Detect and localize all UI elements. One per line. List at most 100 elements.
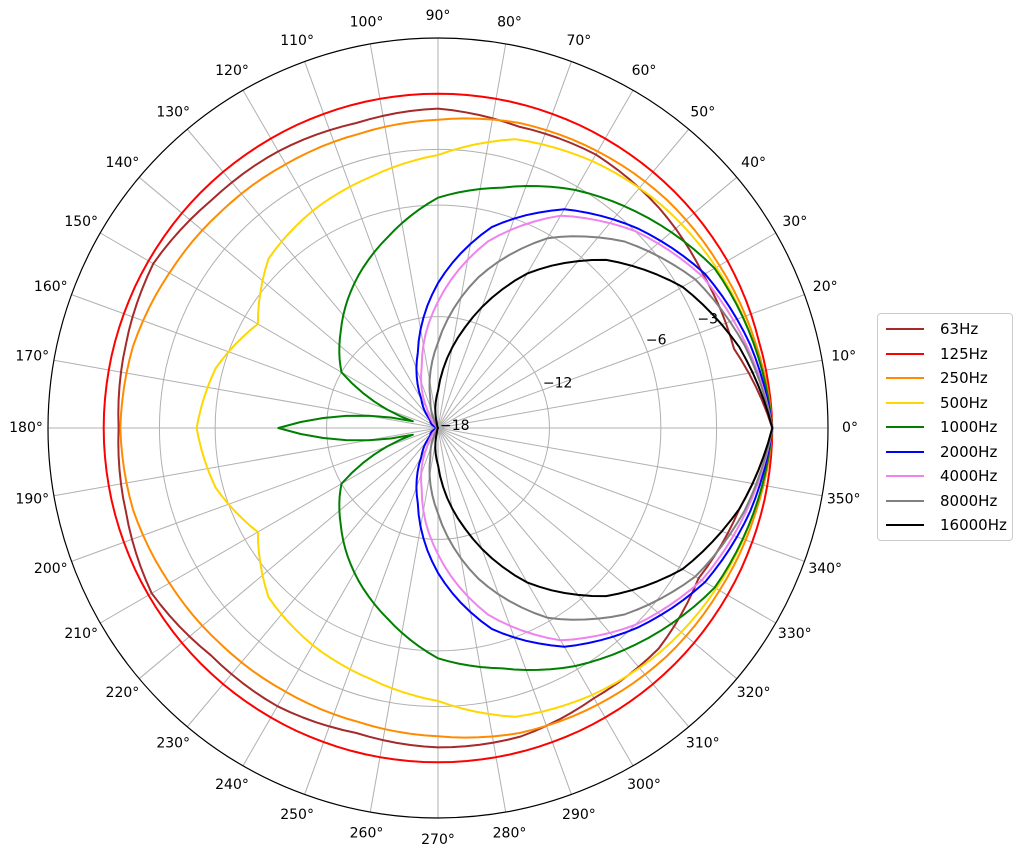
angle-tick-label: 350° (827, 492, 861, 508)
series-line-125Hz (102, 92, 774, 764)
angular-gridline (304, 61, 439, 429)
legend-label: 1000Hz (940, 418, 998, 437)
angular-gridline (369, 427, 439, 813)
series-line-63Hz (117, 107, 774, 749)
angle-tick-label: 180° (9, 420, 43, 436)
legend-item: 500Hz (878, 391, 1012, 416)
series-line-250Hz (119, 117, 774, 739)
angle-tick-label: 20° (813, 279, 838, 295)
angular-gridline (138, 176, 439, 429)
legend-item: 125Hz (878, 342, 1012, 367)
legend-swatch (886, 475, 924, 478)
angular-gridline (437, 90, 634, 429)
legend-swatch (886, 328, 924, 331)
radial-tick-label: −6 (646, 333, 667, 349)
legend-item: 63Hz (878, 317, 1012, 342)
angle-tick-label: 250° (280, 807, 314, 823)
radial-tick-label: −3 (697, 311, 718, 327)
angle-tick-label: 310° (686, 736, 720, 752)
angle-tick-label: 140° (106, 155, 140, 171)
angle-tick-label: 0° (842, 420, 858, 436)
angular-gridline (242, 427, 439, 766)
angular-gridline (437, 427, 805, 562)
angle-tick-label: 10° (831, 349, 856, 365)
angular-gridline (304, 427, 439, 795)
legend-item: 4000Hz (878, 464, 1012, 489)
angular-gridline (186, 427, 439, 728)
angular-gridline (437, 427, 738, 680)
angular-gridline (437, 176, 738, 429)
angle-tick-label: 80° (497, 14, 522, 30)
angle-tick-label: 60° (632, 63, 657, 79)
series-line-16000Hz (434, 258, 774, 598)
angle-tick-label: 230° (156, 736, 190, 752)
angle-tick-label: 170° (15, 349, 49, 365)
legend-item: 250Hz (878, 366, 1012, 391)
legend-swatch (886, 499, 924, 502)
angular-gridline (186, 128, 439, 429)
angular-gridline (437, 427, 776, 624)
angular-gridline (437, 427, 572, 795)
legend-swatch (886, 401, 924, 404)
angle-tick-label: 240° (215, 777, 249, 793)
angle-tick-label: 330° (778, 626, 812, 642)
legend-label: 4000Hz (940, 467, 998, 486)
legend-swatch (886, 450, 924, 453)
angle-tick-label: 120° (215, 63, 249, 79)
angle-tick-label: 50° (690, 104, 715, 120)
angle-tick-label: 40° (741, 155, 766, 171)
radial-tick-label: −12 (543, 375, 573, 391)
angle-tick-label: 150° (64, 214, 98, 230)
angle-tick-label: 130° (156, 104, 190, 120)
legend-label: 16000Hz (940, 516, 1007, 535)
angle-tick-label: 320° (737, 685, 771, 701)
angle-tick-label: 190° (15, 492, 49, 508)
radial-tick-label: −18 (440, 418, 470, 434)
angle-tick-label: 210° (64, 626, 98, 642)
angular-gridline (437, 427, 690, 728)
angular-gridline (437, 294, 805, 429)
angular-gridline (437, 128, 690, 429)
angle-tick-label: 160° (34, 279, 68, 295)
angular-gridline (437, 427, 634, 766)
angular-gridline (437, 61, 572, 429)
legend-label: 2000Hz (940, 442, 998, 461)
angle-tick-label: 280° (493, 826, 527, 842)
series-line-1000Hz (277, 185, 774, 671)
angle-tick-label: 270° (421, 832, 455, 848)
legend-label: 500Hz (940, 393, 988, 412)
angle-tick-label: 290° (562, 807, 596, 823)
angle-tick-label: 260° (350, 826, 384, 842)
legend-item: 16000Hz (878, 513, 1012, 538)
angle-tick-label: 300° (627, 777, 661, 793)
legend-label: 125Hz (940, 344, 988, 363)
angle-tick-label: 30° (782, 214, 807, 230)
legend: 63Hz 125Hz 250Hz 500Hz 1000Hz 2000Hz 4000Hz 800… (877, 313, 1013, 541)
polar-frame (47, 37, 829, 819)
legend-item: 1000Hz (878, 415, 1012, 440)
legend-item: 8000Hz (878, 489, 1012, 514)
legend-label: 8000Hz (940, 491, 998, 510)
angle-tick-label: 90° (426, 8, 451, 24)
angle-tick-label: 70° (566, 33, 591, 49)
angular-gridline (53, 359, 439, 429)
angle-tick-label: 220° (106, 685, 140, 701)
angular-gridline (437, 232, 776, 429)
angle-tick-label: 340° (808, 561, 842, 577)
legend-label: 250Hz (940, 369, 988, 388)
angle-tick-label: 100° (350, 14, 384, 30)
legend-swatch (886, 524, 924, 527)
angular-gridline (437, 43, 507, 429)
legend-item: 2000Hz (878, 440, 1012, 465)
angular-gridline (437, 427, 507, 813)
legend-swatch (886, 352, 924, 355)
angle-tick-label: 200° (34, 561, 68, 577)
legend-swatch (886, 426, 924, 429)
legend-label: 63Hz (940, 320, 979, 339)
series-line-500Hz (195, 138, 774, 718)
angular-gridline (53, 427, 439, 497)
legend-swatch (886, 377, 924, 380)
angular-gridline (100, 427, 439, 624)
angular-gridline (369, 43, 439, 429)
